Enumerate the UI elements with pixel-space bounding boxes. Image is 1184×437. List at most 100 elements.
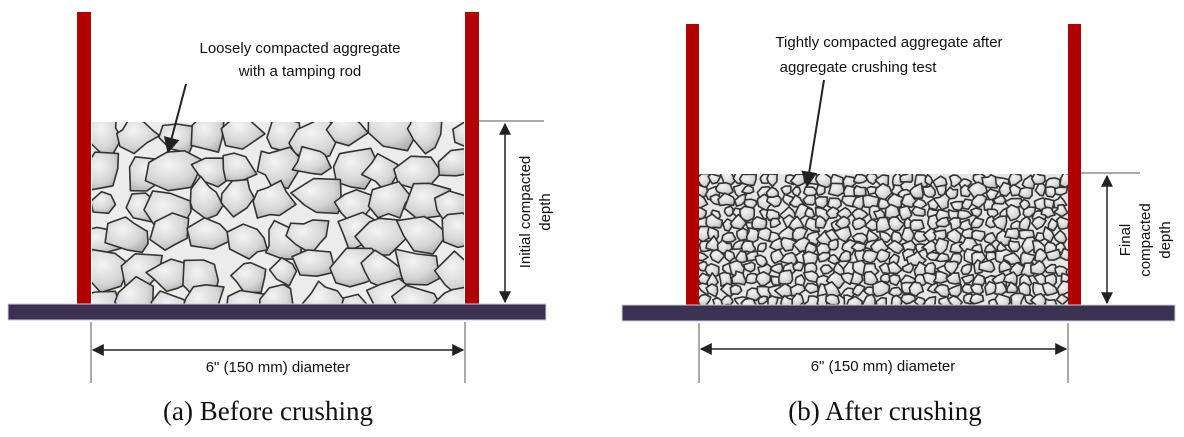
aggregate-fragment (1044, 298, 1058, 306)
aggregate-fragment (1041, 281, 1059, 297)
aggregate-fragment (865, 174, 879, 186)
aggregate-fragment (993, 281, 1008, 296)
mold-right-wall (1068, 24, 1081, 306)
aggregate-fragment (1006, 281, 1019, 294)
aggregate-fragment (911, 205, 926, 217)
aggregate-fragment (814, 215, 827, 229)
aggregate-fragment (875, 296, 888, 306)
aggregate-stone (340, 293, 370, 306)
aggregate-fragment (705, 283, 719, 298)
aggregate-fragment (1056, 280, 1068, 298)
aggregate-fragment (932, 192, 951, 211)
aggregate-fragment (825, 293, 840, 306)
aggregate-fragment (1034, 182, 1047, 197)
aggregate-fragment (1040, 206, 1056, 219)
aggregate-fragment (827, 253, 841, 265)
aggregate-stone (290, 177, 343, 215)
aggregate-fragment (740, 297, 758, 306)
annotation-line-1: Loosely compacted aggregate (200, 40, 401, 57)
aggregate-fragment (879, 273, 892, 284)
aggregate-fragment (1005, 204, 1021, 222)
aggregate-fragment (853, 185, 867, 198)
aggregate-stone (391, 284, 442, 306)
aggregate-stone (144, 150, 204, 192)
aggregate-fragment (707, 174, 722, 185)
aggregate-stone (226, 223, 269, 260)
aggregate-fragment (717, 192, 736, 207)
aggregate-fragment (985, 251, 997, 263)
aggregate-fragment (862, 293, 877, 306)
annotation-line-1: Tightly compacted aggregate after (775, 34, 1002, 51)
aggregate-fragment (1018, 186, 1033, 200)
aggregate-sample-compacted (699, 174, 1068, 306)
aggregate-fragment (970, 216, 985, 229)
depth-label-line-2: depth (537, 193, 554, 231)
aggregate-fragment (769, 217, 782, 229)
aggregate-stone (452, 122, 464, 147)
aggregate-stone (190, 122, 225, 153)
aggregate-fragment (722, 218, 733, 232)
annotation-pointer-arrow (801, 79, 825, 188)
aggregate-fragment (780, 236, 798, 252)
aggregate-fragment (817, 251, 831, 263)
aggregate-fragment (947, 295, 963, 306)
aggregate-fragment (935, 216, 951, 228)
aggregate-fragment (1056, 216, 1068, 230)
aggregate-stone (220, 178, 255, 218)
panel-before: Loosely compacted aggregate with a tampi… (7, 12, 554, 426)
aggregate-fragment (890, 294, 903, 306)
aggregate-fragment (998, 259, 1013, 274)
aggregate-stone (104, 216, 149, 254)
aggregate-fragment (757, 295, 768, 305)
aggregate-stone (114, 275, 155, 306)
panel-after: Tightly compacted aggregate after aggreg… (621, 24, 1176, 426)
aggregate-stone (395, 215, 449, 255)
aggregate-fragment (767, 295, 779, 306)
annotation-line-2: with a tamping rod (238, 63, 362, 80)
aggregate-stone (116, 122, 161, 155)
diameter-label: 6" (150 mm) diameter (206, 359, 351, 376)
aggregate-fragment (925, 251, 941, 262)
aggregate-fragment (1053, 229, 1068, 244)
aggregate-fragment (1022, 206, 1037, 218)
aggregate-fragment (779, 294, 795, 306)
aggregate-fragment (851, 284, 866, 297)
aggregate-fragment (1055, 293, 1068, 306)
aggregate-stone (291, 249, 337, 277)
panel-caption: (b) After crushing (788, 396, 981, 426)
aggregate-fragment (900, 293, 917, 305)
aggregate-fragment (899, 174, 914, 183)
aggregate-fragment (705, 213, 724, 229)
aggregate-fragment (983, 231, 998, 245)
aggregate-fragment (978, 259, 996, 273)
aggregate-fragment (971, 229, 986, 243)
aggregate-fragment (766, 174, 778, 188)
aggregate-fragment (699, 193, 709, 210)
aggregate-fragment (888, 273, 902, 287)
aggregate-fragment (827, 238, 839, 251)
aggregate-fragment (852, 174, 869, 185)
aggregate-fragment (755, 271, 772, 287)
aggregate-fragment (699, 251, 709, 262)
aggregate-fragment (729, 284, 743, 295)
aggregate-fragment (886, 239, 905, 255)
aggregate-fragment (773, 282, 795, 298)
aggregate-fragment (909, 219, 925, 232)
depth-label-line-2: compacted (1137, 203, 1154, 276)
aggregate-stone (325, 122, 369, 147)
aggregate-fragment (712, 296, 725, 306)
aggregate-fragment (1002, 271, 1018, 286)
aggregate-fragment (741, 184, 755, 195)
aggregate-fragment (709, 248, 726, 264)
aggregate-fragment (736, 227, 749, 242)
annotation-line-2: aggregate crushing test (780, 59, 938, 76)
aggregate-stone (367, 180, 412, 219)
aggregate-fragment (970, 194, 988, 209)
aggregate-fragment (802, 270, 821, 283)
aggregate-fragment (945, 272, 962, 285)
aggregate-sample-loose (92, 122, 464, 306)
aggregate-fragment (1044, 263, 1058, 274)
aggregate-fragment (945, 186, 959, 200)
annotation-pointer-arrow (163, 83, 187, 154)
panel-caption: (a) Before crushing (163, 396, 373, 426)
